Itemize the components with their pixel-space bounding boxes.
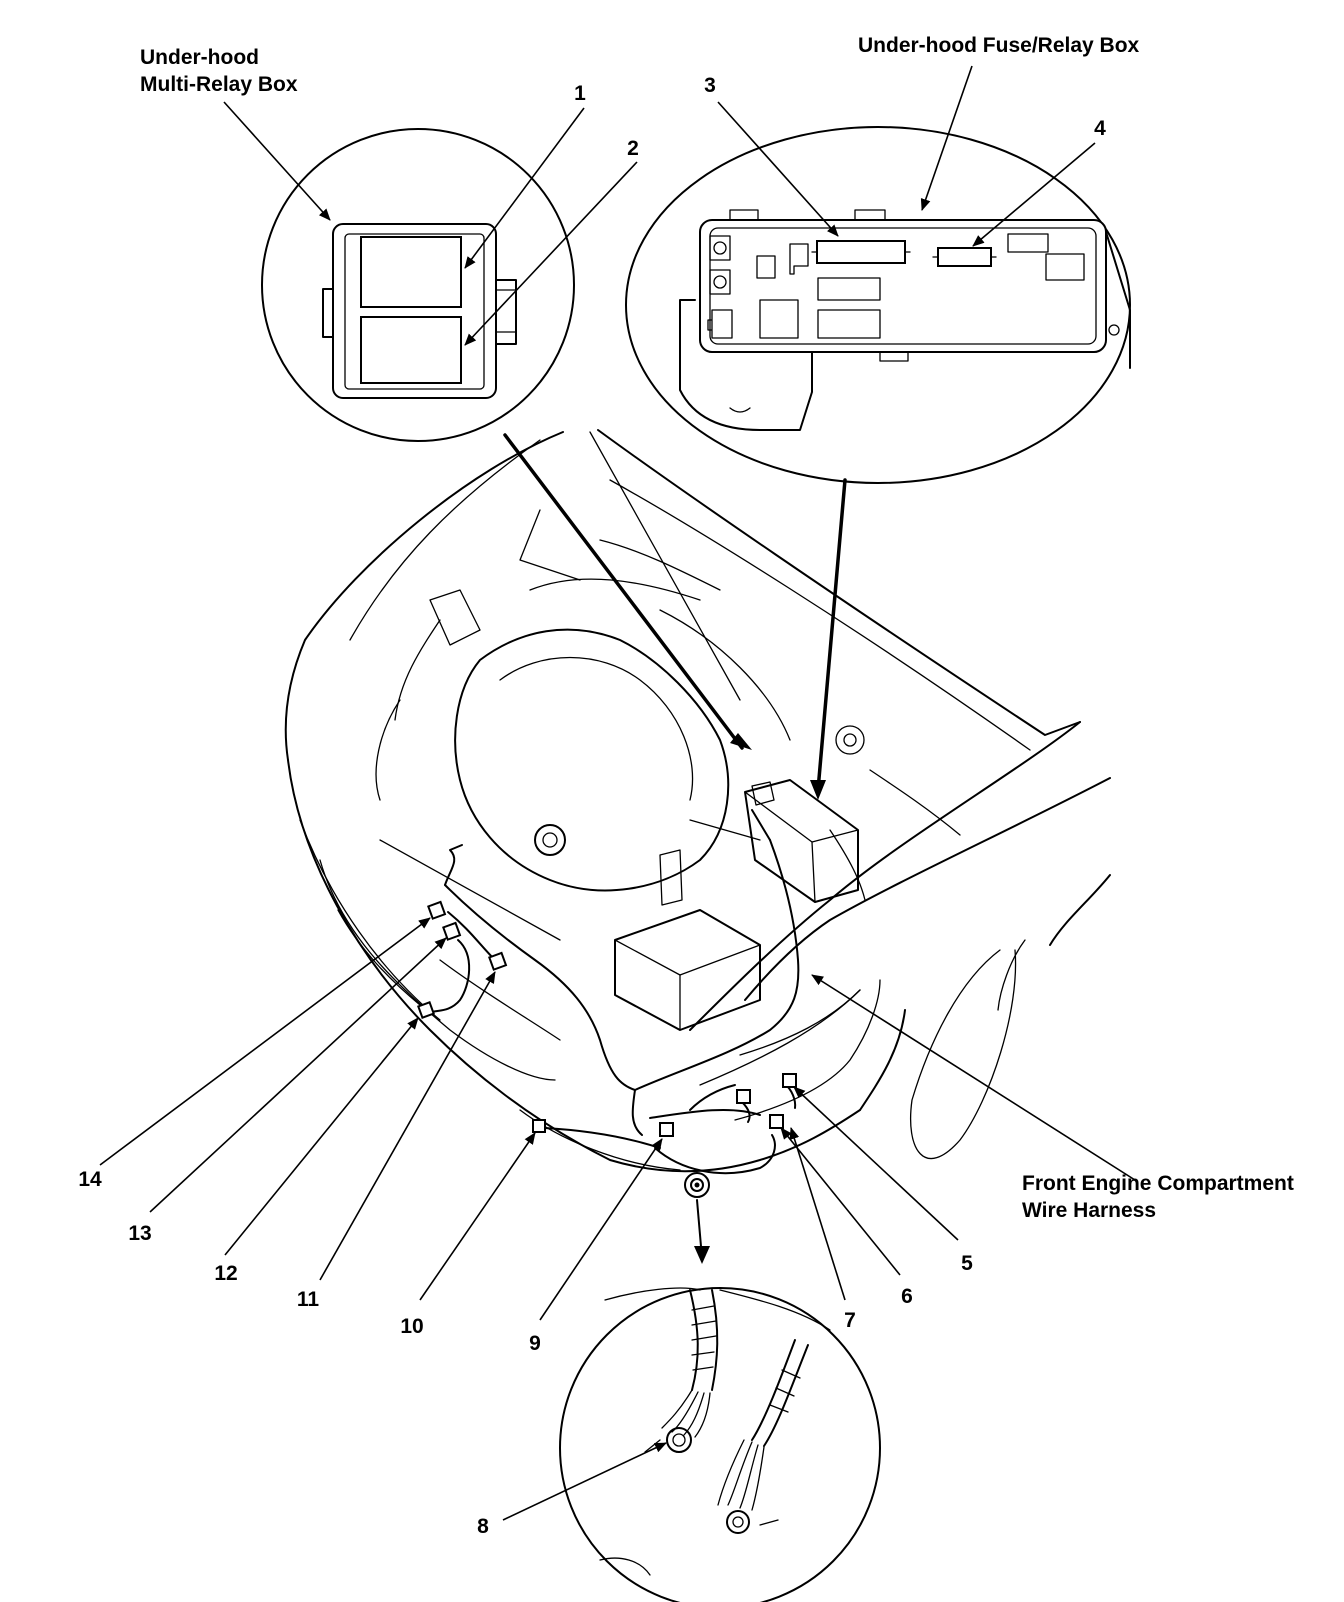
callout-10: 10 [400,1315,423,1338]
multi-relay-box-title-line2: Multi-Relay Box [140,73,298,96]
callout-numbers: 1 2 3 4 5 6 7 8 9 10 11 12 13 14 [78,74,1106,1538]
fuse-relay-box-title: Under-hood Fuse/Relay Box [858,34,1140,57]
callout-9: 9 [529,1332,541,1355]
front-harness-title-line1: Front Engine Compartment [1022,1172,1294,1195]
fuse-relay-box-pointer [920,65,973,211]
front-harness-title-line2: Wire Harness [1022,1199,1156,1222]
connector-icon [417,900,797,1137]
multi-relay-box-detail [261,128,575,442]
callout-11: 11 [297,1288,320,1311]
fuse-box-icon [679,209,1131,431]
callout-2: 2 [627,137,639,160]
multi-relay-link-line [503,433,744,750]
callout-14: 14 [78,1168,102,1191]
fuse-relay-box-detail [625,126,1131,484]
multi-relay-box-pointer [223,101,331,221]
callout-1: 1 [574,82,586,105]
callout-5: 5 [961,1252,973,1275]
callout-8: 8 [477,1515,489,1538]
callout-4: 4 [1094,117,1106,140]
callout-leaders [99,101,1096,1521]
relay-box-icon [322,223,517,399]
multi-relay-box-title-line1: Under-hood [140,46,259,69]
callout-13: 13 [128,1222,151,1245]
front-harness-pointer [811,974,1136,1181]
callout-3: 3 [704,74,716,97]
callout-12: 12 [214,1262,237,1285]
callout-6: 6 [901,1285,913,1308]
ground-terminal-detail [559,1287,881,1602]
fuse-box-link-line [816,478,847,792]
callout-7: 7 [844,1309,856,1332]
engine-compartment-illustration [284,429,1111,1173]
ground-terminal-icon [684,1172,710,1198]
